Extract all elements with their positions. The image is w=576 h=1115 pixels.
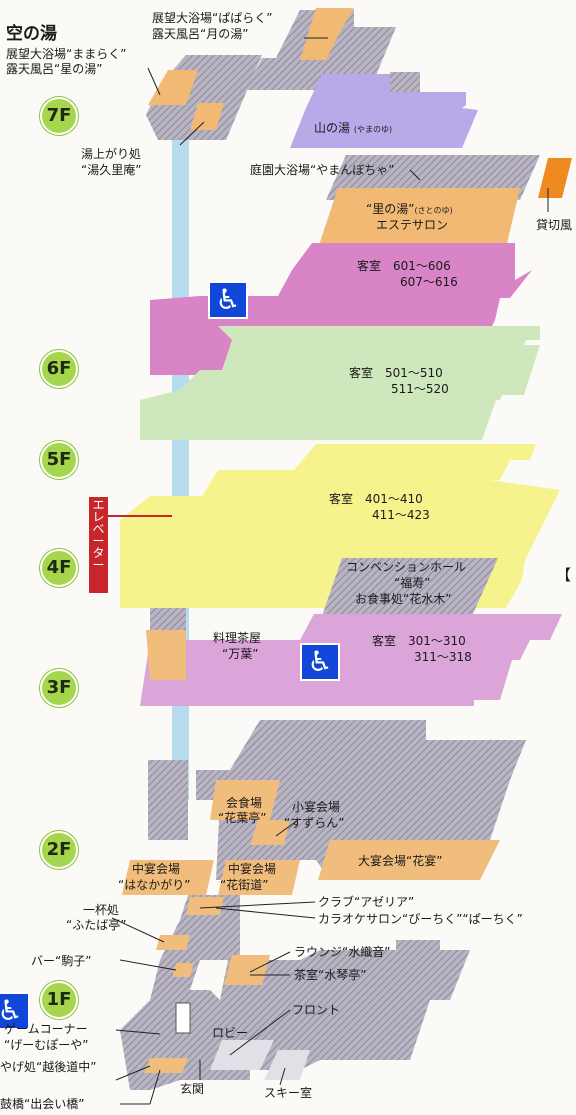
floor-6f-badge: 6F bbox=[40, 350, 78, 388]
kashikiri-area bbox=[538, 158, 572, 198]
satonoyu-label-1: “里の湯”(さとのゆ) bbox=[366, 202, 453, 216]
ski-room-area bbox=[264, 1050, 310, 1080]
elevator-label: エレベーター bbox=[89, 497, 108, 593]
f7-top-label-1: 展望大浴場“ぱぱらく” bbox=[152, 11, 273, 25]
3f-floor bbox=[140, 614, 562, 706]
room6-label-1: 客室 601～606 bbox=[357, 259, 451, 273]
chuen-b-label-1: 中宴会場 bbox=[228, 862, 277, 876]
lounge-area bbox=[224, 955, 270, 985]
ryori-label-2: “万葉” bbox=[222, 647, 259, 661]
front-label: フロント bbox=[292, 1003, 341, 1017]
yamanoyu-label: 山の湯 (やまのゆ) bbox=[314, 121, 393, 135]
ippai-label-2: “ふたば亭” bbox=[66, 918, 127, 932]
satonoyu-area bbox=[318, 188, 520, 248]
ski-room-label: スキー室 bbox=[264, 1086, 313, 1100]
floor-3f-badge: 3F bbox=[40, 669, 78, 707]
suzuran-label-2: “すずらん” bbox=[284, 816, 345, 830]
satonoyu-label-2: エステサロン bbox=[376, 218, 449, 232]
club-label: クラブ“アゼリア” bbox=[318, 895, 415, 909]
wheelchair-icon: ♿ bbox=[0, 992, 30, 1030]
floor-4f-badge: 4F bbox=[40, 549, 78, 587]
convention-label-3: お食事処“花水木” bbox=[355, 592, 452, 606]
convention-hall-area bbox=[322, 558, 498, 616]
5f-floor bbox=[140, 326, 540, 440]
lobby-area bbox=[210, 1040, 274, 1070]
suzuran-label-1: 小宴会場 bbox=[292, 800, 341, 814]
genkan-label: 玄関 bbox=[180, 1082, 205, 1096]
room4-label-1: 客室 401～410 bbox=[329, 492, 423, 506]
lounge-label: ラウンジ“水織音” bbox=[294, 945, 391, 959]
chuen-a-area bbox=[122, 860, 214, 895]
chuen-b-area bbox=[218, 860, 300, 895]
kashikiri-label: 貸切風 bbox=[536, 218, 573, 232]
f7-left-label-2: 露天風呂“星の湯” bbox=[6, 62, 103, 76]
wheelchair-icon: ♿ bbox=[300, 643, 340, 681]
room3-label-2: 311～318 bbox=[414, 650, 472, 664]
chuen-a-label-1: 中宴会場 bbox=[132, 862, 181, 876]
kaishoku-label-2: “花葉亭” bbox=[218, 811, 267, 825]
room5-label-2: 511～520 bbox=[391, 382, 449, 396]
7f-lounge bbox=[190, 103, 224, 130]
floor-2f-badge: 2F bbox=[40, 831, 78, 869]
f7-top-label-2: 露天風呂“月の湯” bbox=[152, 27, 249, 41]
chuen-a-label-2: “はなかがり” bbox=[118, 878, 191, 892]
kaishoku-label-1: 会食場 bbox=[226, 796, 263, 810]
ippai-area bbox=[156, 935, 190, 950]
miyage-label: やげ処“越後道中” bbox=[0, 1060, 97, 1074]
stairs bbox=[175, 1002, 191, 1034]
kaishoku-area bbox=[210, 780, 280, 820]
bridge-label: 鼓橋“出会い橋” bbox=[0, 1097, 85, 1111]
yamanoyu-area bbox=[290, 74, 478, 148]
ippai-label-1: 一杯処 bbox=[83, 903, 120, 917]
daienkai-area bbox=[318, 840, 500, 880]
map-title: 空の湯 bbox=[6, 24, 57, 44]
yuagari-label-2: “湯久里庵” bbox=[81, 163, 142, 177]
yuagari-label-1: 湯上がり処 bbox=[81, 147, 142, 161]
room6-label-2: 607～616 bbox=[400, 275, 458, 289]
1f-hatched-area bbox=[120, 895, 470, 1090]
karaoke-label: カラオケサロン“ぴーちく”“ぱーちく” bbox=[318, 912, 523, 926]
suzuran-area bbox=[250, 820, 290, 845]
7f-bath-top bbox=[300, 8, 354, 60]
yamanoyu-hatch bbox=[390, 72, 420, 92]
miyage-area bbox=[144, 1058, 188, 1073]
sashitsu-label: 茶室“水琴亭” bbox=[294, 968, 367, 982]
room5-label-1: 客室 501～510 bbox=[349, 366, 443, 380]
teien-label: 庭園大浴場“やまんぼちゃ” bbox=[250, 163, 395, 177]
game-label-2: “げーむぽーや” bbox=[4, 1038, 89, 1052]
daienkai-label: 大宴会場“花宴” bbox=[358, 854, 443, 868]
bracket-mark: 【 bbox=[556, 566, 572, 584]
5f-floor-right bbox=[498, 345, 540, 395]
7f-bath-left bbox=[148, 70, 198, 105]
ryori-label-1: 料理茶屋 bbox=[213, 631, 262, 645]
room4-label-2: 411～423 bbox=[372, 508, 430, 522]
bar-label: バー“駒子” bbox=[31, 954, 92, 968]
ryori-chaya-area bbox=[146, 630, 186, 680]
bar-area bbox=[172, 963, 194, 977]
convention-label-2: “福寿” bbox=[394, 576, 431, 590]
chuen-b-label-2: “花街道” bbox=[220, 878, 269, 892]
floor-5f-badge: 5F bbox=[40, 441, 78, 479]
leader-lines bbox=[108, 37, 549, 1105]
floor-7f-badge: 7F bbox=[40, 97, 78, 135]
club-area bbox=[186, 897, 224, 915]
lobby-label: ロビー bbox=[212, 1026, 249, 1040]
2f-left-hatch bbox=[148, 760, 188, 840]
room3-label-1: 客室 301～310 bbox=[372, 634, 466, 648]
wheelchair-icon: ♿ bbox=[208, 281, 248, 319]
game-label-1: ゲームコーナー bbox=[4, 1022, 88, 1036]
floor-1f-badge: 1F bbox=[40, 981, 78, 1019]
convention-label-1: コンベンションホール bbox=[346, 560, 467, 574]
f7-left-label-1: 展望大浴場“ままらく” bbox=[6, 47, 127, 61]
1f-hatch-right bbox=[396, 940, 440, 960]
